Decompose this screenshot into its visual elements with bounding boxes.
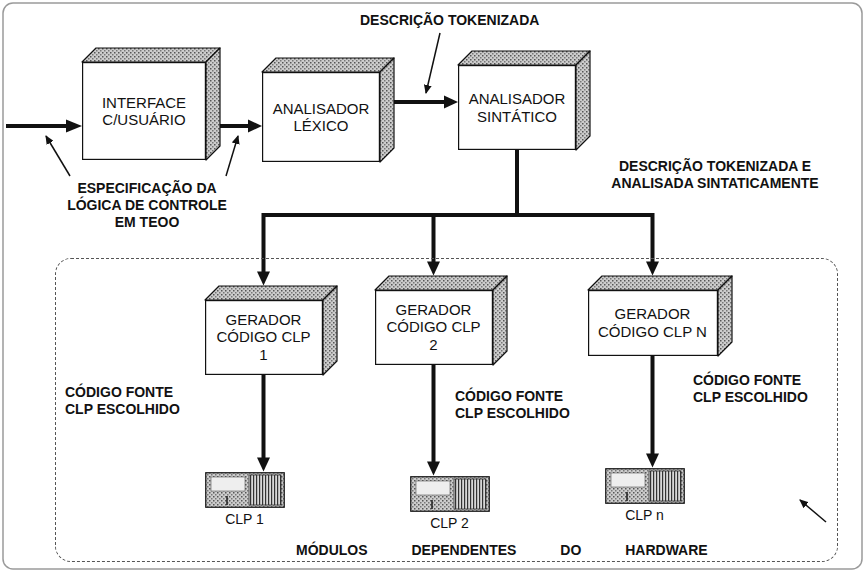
- plc-body: [605, 468, 684, 503]
- box-face: GERADOR CÓDIGO CLP 1: [205, 300, 323, 375]
- connector-line: [434, 150, 518, 264]
- box-front-face: [205, 300, 322, 374]
- edge-label: CÓDIGO FONTE CLP ESCOLHIDO: [455, 388, 587, 422]
- box-face: ANALISADOR SINTÁTICO: [458, 65, 576, 150]
- plc-icon: [205, 472, 285, 508]
- input-arrow: [6, 124, 67, 128]
- process-box: ANALISADOR LÉXICO: [262, 58, 394, 162]
- box-top-face: [458, 51, 590, 65]
- leader-arrow: [426, 33, 440, 93]
- plc-tick: [431, 500, 432, 509]
- plc-icon: [410, 476, 490, 512]
- box-label: ANALISADOR LÉXICO: [270, 100, 372, 135]
- process-box: ANALISADOR SINTÁTICO: [458, 51, 590, 150]
- box-face: GERADOR CÓDIGO CLP 2: [375, 290, 493, 365]
- annotation: ESPECIFICAÇÃO DA LÓGICA DE CONTROLE EM T…: [62, 180, 232, 230]
- leader-arrow: [46, 136, 70, 176]
- plc-label: CLP 2: [410, 515, 490, 532]
- box-face: INTERFACE C/USUÁRIO: [82, 62, 206, 160]
- connector-line: [432, 365, 436, 464]
- plc-display: [211, 477, 245, 491]
- plc-io-block: [454, 479, 486, 509]
- box-front-face: [263, 73, 380, 162]
- connector-line: [220, 124, 250, 128]
- connector: [257, 375, 270, 472]
- leader-arrow: [800, 500, 826, 522]
- plc-unit: CLP 2: [410, 476, 490, 532]
- box-side-face: [206, 48, 220, 160]
- box-side-face: [576, 51, 590, 150]
- connector-line: [394, 100, 446, 104]
- process-box: INTERFACE C/USUÁRIO: [82, 48, 220, 160]
- box-front-face: [588, 290, 717, 355]
- box-label: GERADOR CÓDIGO CLP 1: [213, 311, 315, 363]
- box-label: GERADOR CÓDIGO CLP 2: [383, 301, 485, 353]
- box-front-face: [83, 63, 206, 160]
- outer-frame: [3, 3, 862, 569]
- input-arrowhead: [66, 120, 82, 133]
- plc-tick: [626, 492, 627, 501]
- annotation: DESCRIÇÃO TOKENIZADA: [360, 12, 539, 29]
- plc-label: CLP n: [605, 507, 685, 524]
- edge-label: CÓDIGO FONTE CLP ESCOLHIDO: [65, 384, 197, 418]
- connector: [646, 356, 659, 468]
- arrowhead: [444, 96, 458, 109]
- plc-display: [611, 473, 645, 487]
- box-top-face: [588, 276, 732, 290]
- edge-label: CÓDIGO FONTE CLP ESCOLHIDO: [693, 372, 825, 406]
- box-top-face: [82, 48, 220, 62]
- connector: [427, 365, 440, 476]
- connector-line: [264, 150, 518, 274]
- leader-arrow: [226, 136, 238, 176]
- box-front-face: [459, 66, 576, 150]
- plc-io-block: [249, 475, 281, 505]
- plc-tick: [226, 496, 227, 505]
- process-box: GERADOR CÓDIGO CLP 2: [375, 276, 507, 365]
- box-top-face: [375, 276, 507, 290]
- plc-body: [205, 472, 284, 507]
- box-front-face: [375, 290, 492, 364]
- connector: [220, 120, 262, 133]
- arrowhead: [646, 262, 659, 276]
- connector-line: [262, 375, 266, 460]
- plc-icon: [605, 468, 685, 504]
- annotation: DESCRIÇÃO TOKENIZADA E ANALISADA SINTATI…: [595, 158, 835, 192]
- plc-unit: CLP n: [605, 468, 685, 524]
- plc-io-block: [649, 471, 681, 501]
- process-box: GERADOR CÓDIGO CLP 1: [205, 286, 337, 375]
- box-label: GERADOR CÓDIGO CLP N: [596, 305, 710, 340]
- box-face: ANALISADOR LÉXICO: [262, 72, 380, 162]
- box-side-face: [380, 58, 394, 162]
- connector: [257, 150, 517, 286]
- arrowhead: [248, 120, 262, 133]
- connector-line: [651, 356, 655, 456]
- box-label: INTERFACE C/USUÁRIO: [90, 94, 198, 129]
- box-side-face: [493, 276, 507, 365]
- arrowhead: [646, 454, 659, 468]
- plc-unit: CLP 1: [205, 472, 285, 528]
- connector: [427, 150, 517, 276]
- box-face: GERADOR CÓDIGO CLP N: [588, 290, 718, 356]
- connector: [394, 96, 458, 109]
- arrowhead: [257, 272, 270, 286]
- box-label: ANALISADOR SINTÁTICO: [466, 90, 568, 125]
- plc-body: [410, 476, 489, 511]
- arrowhead: [257, 458, 270, 472]
- box-top-face: [205, 286, 337, 300]
- arrowhead: [427, 462, 440, 476]
- arrowhead: [427, 262, 440, 276]
- box-top-face: [262, 58, 394, 72]
- plc-label: CLP 1: [205, 511, 285, 528]
- box-side-face: [323, 286, 337, 375]
- box-side-face: [718, 276, 732, 356]
- plc-display: [416, 481, 450, 495]
- process-box: GERADOR CÓDIGO CLP N: [588, 276, 732, 356]
- region-label: MÓDULOS DEPENDENTES DO HARDWARE: [296, 542, 708, 558]
